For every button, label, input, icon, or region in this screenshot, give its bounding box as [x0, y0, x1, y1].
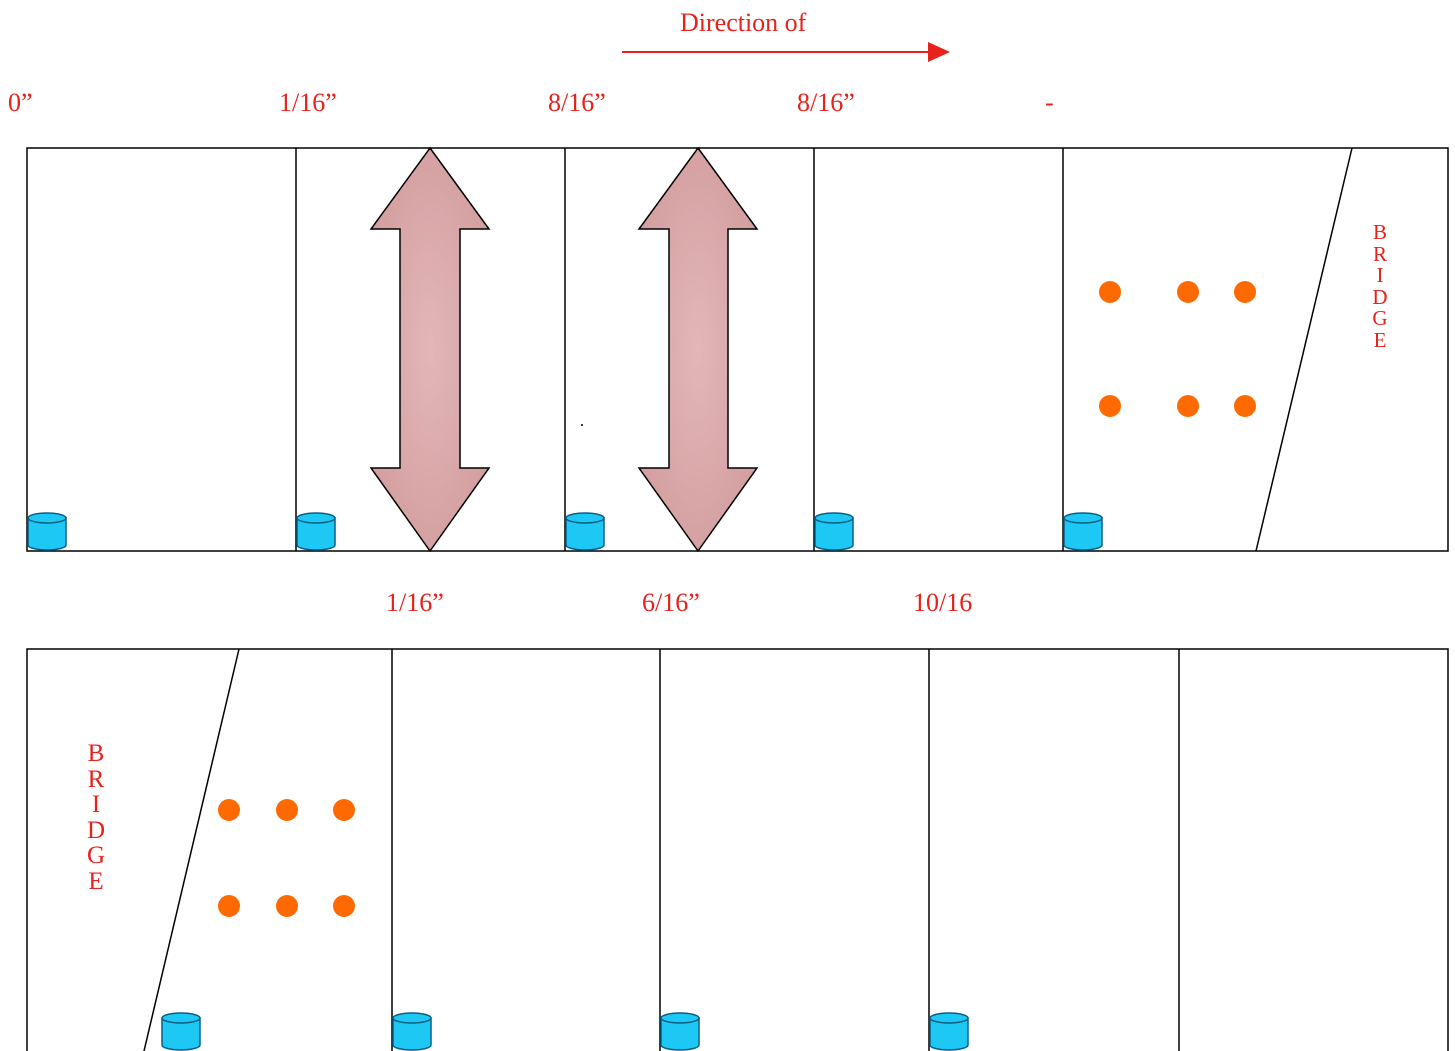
dot-mark — [581, 424, 583, 426]
bridge-letter: R — [1372, 241, 1387, 266]
bridge-letter: D — [1372, 284, 1388, 309]
middle-label-2: 10/16 — [913, 588, 973, 617]
direction-label: Direction of — [680, 8, 807, 37]
bridge-letter: E — [88, 867, 104, 895]
cylinder-icon — [296, 512, 336, 551]
cylinder-icon — [814, 512, 854, 551]
cylinder-icon — [27, 512, 67, 551]
dot-grid-bottom — [218, 799, 355, 917]
middle-label-0: 1/16” — [386, 588, 444, 617]
bridge-letter: B — [87, 741, 105, 767]
dot-grid-top — [1099, 281, 1256, 417]
bridge-letter: B — [1372, 220, 1387, 244]
cylinder-icon — [161, 1012, 201, 1051]
bridge-label-bottom: B R I D G E — [84, 741, 108, 949]
bridge-letter: I — [1376, 263, 1384, 287]
cylinder-icon — [392, 1012, 432, 1051]
bridge-label-top: B R I D G E — [1368, 220, 1392, 352]
top-label-2: 8/16” — [548, 88, 606, 117]
bridge-letter: D — [86, 816, 106, 844]
cylinder-icon — [565, 512, 605, 551]
bridge-letter: G — [86, 842, 106, 869]
top-label-1: 1/16” — [279, 88, 337, 117]
bridge-letter: E — [1373, 327, 1387, 352]
top-frame — [26, 147, 1449, 552]
bridge-letter: I — [91, 791, 101, 818]
middle-label-1: 6/16” — [642, 588, 700, 617]
top-label-0: 0” — [8, 88, 33, 117]
cylinder-icon — [660, 1012, 700, 1051]
cylinder-icon — [1063, 512, 1103, 551]
cylinder-icon — [929, 1012, 969, 1051]
double-arrow-icon — [637, 146, 759, 553]
bridge-letter: G — [1372, 306, 1388, 330]
double-arrow-icon — [369, 146, 491, 553]
direction-arrow — [622, 42, 950, 62]
bridge-letter: R — [87, 765, 105, 793]
top-label-4: - — [1045, 88, 1054, 117]
bottom-frame — [26, 648, 1449, 1051]
top-label-3: 8/16” — [797, 88, 855, 117]
